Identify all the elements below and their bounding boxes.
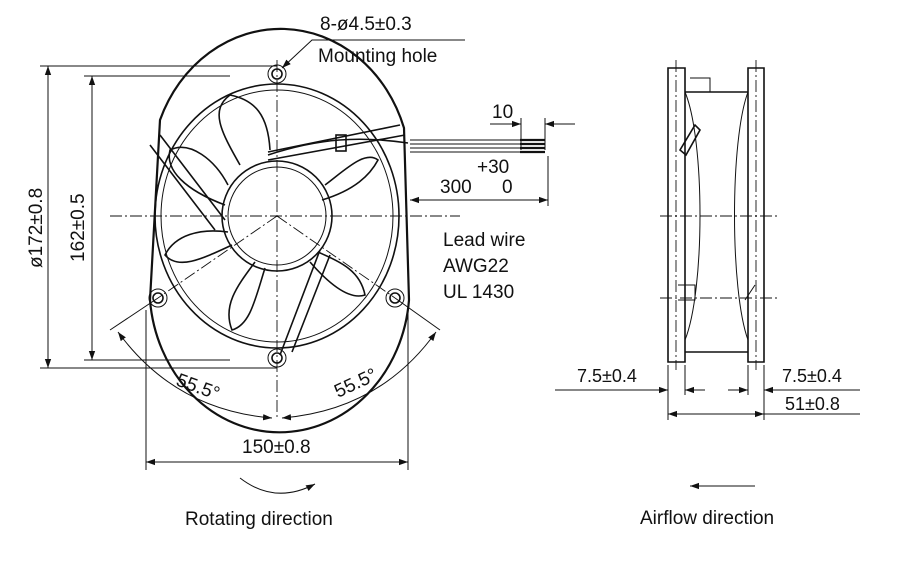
lead-strip-label: 10 — [492, 102, 513, 123]
mounting-hole-label: Mounting hole — [318, 46, 437, 67]
side-flange-right — [747, 67, 765, 363]
front-view: 8-ø4.5±0.3 Mounting hole ø172±0.8 162±0.… — [26, 14, 575, 530]
lead-tolerance-label: +30 — [477, 157, 509, 178]
side-flange-left — [667, 67, 686, 363]
mounting-hole-right — [389, 292, 401, 304]
lead-wire-standard: UL 1430 — [443, 282, 514, 303]
side-view: 7.5±0.4 7.5±0.4 51±0.8 Airflow direction — [555, 60, 860, 529]
mounting-hole-left — [152, 292, 164, 304]
fan-struts — [149, 124, 406, 356]
angle-right-label: 55.5° — [331, 365, 380, 403]
flange-right-label: 7.5±0.4 — [782, 366, 842, 386]
side-body — [685, 91, 748, 353]
lead-length-label: 300 — [440, 177, 472, 198]
hole-pitch-label: 150±0.8 — [242, 437, 311, 458]
lead-wire-harness — [267, 134, 545, 156]
lead-wire-title: Lead wire — [443, 230, 525, 251]
rotating-direction-label: Rotating direction — [185, 509, 333, 530]
lead-tolerance-low-label: 0 — [502, 177, 513, 198]
lead-wire-gauge: AWG22 — [443, 256, 509, 277]
rotation-arrow-icon — [239, 477, 316, 494]
outer-diameter-label: ø172±0.8 — [26, 188, 47, 268]
height-label: 162±0.5 — [68, 193, 89, 262]
mounting-hole-spec: 8-ø4.5±0.3 — [320, 14, 412, 35]
depth-label: 51±0.8 — [785, 394, 840, 414]
airflow-direction-label: Airflow direction — [640, 508, 774, 529]
flange-left-label: 7.5±0.4 — [577, 366, 637, 386]
fan-blades — [164, 94, 380, 331]
